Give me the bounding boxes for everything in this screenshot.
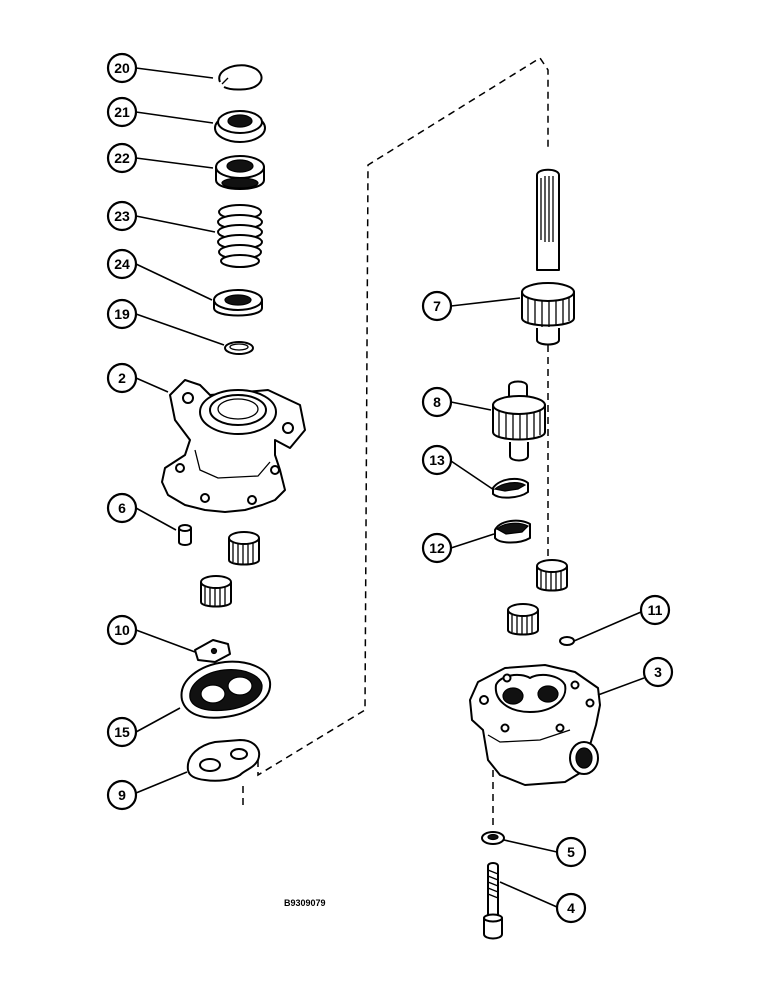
washer-part (481, 831, 505, 845)
callout-9: 9 (106, 779, 138, 811)
retaining-ring-part (224, 341, 254, 355)
svg-text:13: 13 (429, 452, 445, 468)
svg-text:4: 4 (567, 900, 575, 916)
svg-text:7: 7 (433, 298, 441, 314)
leader-21 (135, 111, 214, 124)
leader-20 (135, 67, 214, 79)
callout-21: 21 (106, 96, 138, 128)
callout-2: 2 (106, 362, 138, 394)
needle-bearing-upper-left-part (228, 531, 260, 566)
svg-text:15: 15 (114, 724, 130, 740)
seal-seat-part (215, 155, 265, 190)
assembly-path-dashed (242, 56, 549, 805)
callout-22: 22 (106, 142, 138, 174)
callout-23: 23 (106, 200, 138, 232)
callout-24: 24 (106, 248, 138, 280)
callout-4: 4 (555, 892, 587, 924)
seal-upper-part (492, 477, 529, 499)
leader-9 (135, 771, 188, 794)
callout-3: 3 (642, 656, 674, 688)
leader-5 (503, 839, 558, 853)
leader-22 (135, 157, 214, 169)
svg-text:12: 12 (429, 540, 445, 556)
leader-7 (450, 297, 521, 307)
leader-2 (135, 377, 169, 393)
callout-11: 11 (639, 594, 671, 626)
spring-part (217, 204, 263, 268)
svg-text:23: 23 (114, 208, 130, 224)
svg-text:22: 22 (114, 150, 130, 166)
dowel-pin-part (178, 524, 192, 546)
callout-19: 19 (106, 298, 138, 330)
callout-5: 5 (555, 836, 587, 868)
leader-11 (573, 611, 642, 642)
needle-bearing-lower-right-part (507, 603, 539, 636)
wear-plate-part (194, 639, 231, 663)
pump-cover-housing-part (161, 379, 306, 513)
seal-lower-part (494, 519, 531, 544)
svg-text:3: 3 (654, 664, 662, 680)
leader-4 (499, 881, 558, 908)
callout-12: 12 (421, 532, 453, 564)
leader-15 (135, 707, 181, 733)
callout-6: 6 (106, 492, 138, 524)
leader-3 (597, 677, 645, 696)
driven-gear-part (492, 380, 546, 462)
snap-ring-part (218, 64, 263, 91)
svg-text:24: 24 (114, 256, 130, 272)
svg-text:21: 21 (114, 104, 130, 120)
svg-text:6: 6 (118, 500, 126, 516)
callout-15: 15 (106, 716, 138, 748)
svg-text:2: 2 (118, 370, 126, 386)
svg-text:9: 9 (118, 787, 126, 803)
svg-text:10: 10 (114, 622, 130, 638)
leader-12 (450, 533, 495, 549)
drive-shaft-gear-part (521, 168, 575, 346)
o-ring-small-part (559, 636, 575, 646)
leader-23 (135, 215, 216, 233)
leader-6 (135, 507, 177, 531)
callout-8: 8 (421, 386, 453, 418)
spring-retainer-part (213, 289, 263, 317)
drawing-id-code: B9309079 (284, 898, 326, 908)
thrust-plate-part (186, 739, 260, 782)
svg-text:20: 20 (114, 60, 130, 76)
needle-bearing-lower-left-part (200, 575, 232, 608)
gasket-seal-part (180, 660, 272, 719)
leader-24 (135, 263, 213, 301)
leader-10 (135, 629, 196, 653)
leader-8 (450, 401, 492, 411)
callout-13: 13 (421, 444, 453, 476)
callout-10: 10 (106, 614, 138, 646)
cap-screw-part (483, 862, 503, 940)
callout-20: 20 (106, 52, 138, 84)
needle-bearing-upper-right-part (536, 559, 568, 592)
svg-text:8: 8 (433, 394, 441, 410)
leader-19 (135, 313, 225, 346)
callout-7: 7 (421, 290, 453, 322)
svg-text:19: 19 (114, 306, 130, 322)
seal-ring-part (214, 110, 266, 143)
leader-13 (450, 460, 495, 491)
svg-text:5: 5 (567, 844, 575, 860)
pump-body-part (469, 664, 601, 786)
svg-text:11: 11 (648, 602, 663, 618)
